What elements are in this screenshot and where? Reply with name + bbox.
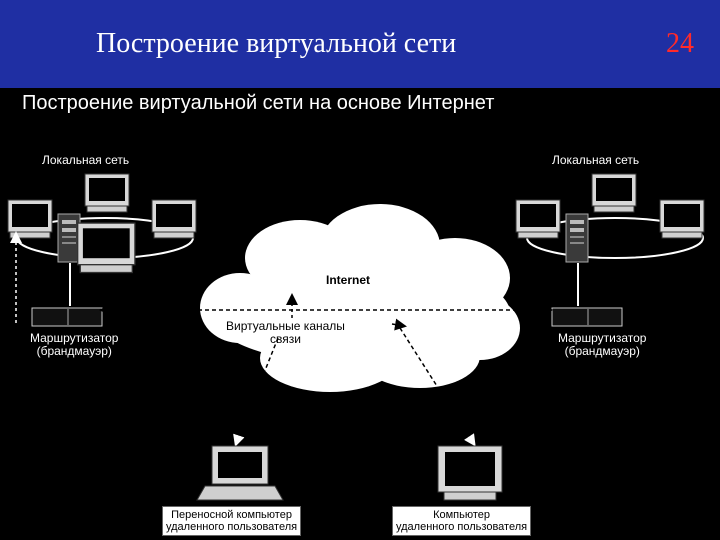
router-right — [551, 307, 623, 327]
diagram-graphics — [7, 173, 705, 501]
lan-left-monitor-2 — [7, 199, 53, 239]
slide-title: Построение виртуальной сети — [96, 28, 457, 59]
diagram-title: Построение виртуальной сети на основе Ин… — [22, 92, 495, 114]
virtual-channels-line1: Виртуальные каналы — [226, 319, 345, 333]
lan-right-monitor-1 — [591, 173, 637, 213]
remote-laptop — [196, 445, 284, 501]
router-left-label-line2: (брандмауэр) — [36, 344, 112, 358]
cloud-to-desktop-dashed-line — [399, 327, 471, 439]
lan-right-label: Локальная сеть — [552, 153, 640, 167]
internet-cloud — [200, 204, 520, 392]
desktop-label: Компьютер удаленного пользователя — [392, 506, 532, 536]
desktop-label-line1: Компьютер — [433, 509, 490, 521]
router-left-label-line1: Маршрутизатор — [30, 331, 119, 345]
lan-right-group — [515, 173, 705, 263]
internet-label: Internet — [326, 273, 371, 287]
lan-left-monitor-4 — [77, 222, 136, 274]
laptop-label: Переносной компьютер удаленного пользова… — [162, 506, 302, 536]
slide-number: 24 — [666, 28, 694, 59]
laptop-label-line1: Переносной компьютер — [171, 509, 292, 521]
lan-right-server — [565, 213, 589, 263]
router-right-label-line1: Маршрутизатор — [558, 331, 647, 345]
laptop-label-line2: удаленного пользователя — [166, 521, 298, 533]
lan-right-monitor-2 — [515, 199, 561, 239]
lan-left-monitor-3 — [151, 199, 197, 239]
slide-header: Построение виртуальной сети 24 — [0, 0, 720, 88]
lan-left-monitor-1 — [84, 173, 130, 213]
router-left-label: Маршрутизатор (брандмауэр) — [30, 332, 118, 358]
lan-right-monitor-3 — [659, 199, 705, 239]
cloud-to-laptop-dashed-line — [237, 337, 279, 439]
virtual-channels-line2: связи — [269, 332, 301, 346]
router-left — [31, 307, 103, 327]
router-right-label: Маршрутизатор (брандмауэр) — [558, 332, 646, 358]
desktop-label-line2: удаленного пользователя — [396, 521, 528, 533]
virtual-channels-label: Виртуальные каналы связи — [226, 320, 345, 346]
network-diagram: Построение виртуальной сети на основе Ин… — [0, 88, 720, 540]
lan-left-label: Локальная сеть — [42, 153, 130, 167]
lan-left-server — [57, 213, 81, 263]
remote-desktop — [437, 445, 503, 501]
lan-left-group — [7, 173, 197, 274]
router-right-label-line2: (брандмауэр) — [564, 344, 640, 358]
